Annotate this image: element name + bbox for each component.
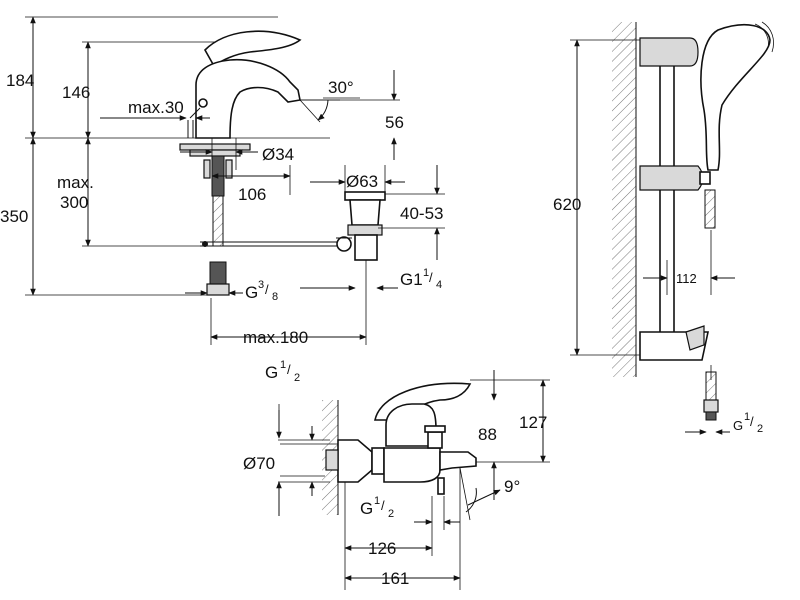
hand-shower-head xyxy=(700,24,771,171)
basin-max300-b: 300 xyxy=(60,193,88,212)
basin-g114-slash: / xyxy=(429,270,433,285)
basin-mixer-lever xyxy=(204,30,302,68)
rail-g12-num: 1 xyxy=(744,411,750,423)
basin-146-label: 146 xyxy=(62,83,90,102)
bath-g12-bot-num: 1 xyxy=(374,495,380,507)
bath-g12-bot-slash: / xyxy=(381,498,385,513)
bath-161-label: 161 xyxy=(381,569,409,588)
rail-g12-base: G xyxy=(733,418,743,433)
basin-56-label: 56 xyxy=(385,113,404,132)
basin-g38-slash: / xyxy=(265,282,269,297)
rail-620-label: 620 xyxy=(553,195,581,214)
basin-g38-base: G xyxy=(245,283,258,302)
basin-g114-num: 1 xyxy=(423,267,429,279)
shower-rail-bar xyxy=(659,39,675,359)
basin-mixer-body xyxy=(195,58,301,139)
basin-106-label: 106 xyxy=(238,185,266,204)
basin-mixer-drawing: Ø34 106 max.30 30° 56 Ø63 40-53 xyxy=(0,16,445,347)
bath-g12-bot-den: 2 xyxy=(388,508,394,520)
basin-g114-den: 4 xyxy=(436,279,442,291)
basin-dia63-label: Ø63 xyxy=(346,172,378,191)
bath-mixer-body xyxy=(383,447,441,483)
bath-angle9-label: 9° xyxy=(504,477,520,496)
bath-g12-bot-base: G xyxy=(360,499,373,518)
bath-88-label: 88 xyxy=(478,425,497,444)
bath-dia70-label: Ø70 xyxy=(243,454,275,473)
shower-rail-drawing: 620 112 G 1 / 2 xyxy=(553,21,774,435)
basin-angle30-label: 30° xyxy=(328,78,354,97)
basin-dia34-label: Ø34 xyxy=(262,145,294,164)
basin-g38-num: 3 xyxy=(258,279,264,291)
basin-184-label: 184 xyxy=(6,71,34,90)
basin-max180-label: max.180 xyxy=(243,328,308,347)
bath-g12-top-den: 2 xyxy=(294,372,300,384)
basin-max300-a: max. xyxy=(57,173,94,192)
bath-g12-top-num: 1 xyxy=(280,359,286,371)
basin-350-label: 350 xyxy=(0,207,28,226)
bath-126-label: 126 xyxy=(368,539,396,558)
bath-g12-top-base: G xyxy=(265,363,278,382)
basin-g114-base: G1 xyxy=(400,270,423,289)
bath-g12-top-slash: / xyxy=(287,362,291,377)
rail-g12-slash: / xyxy=(750,414,754,429)
bath-127-label: 127 xyxy=(519,413,547,432)
basin-g38-den: 8 xyxy=(272,291,278,303)
rail-112-label: 112 xyxy=(676,271,697,286)
bath-mixer-drawing: G 1 / 2 Ø70 127 88 9° G 1 / 2 126 xyxy=(243,359,550,590)
basin-max30-label: max.30 xyxy=(128,98,184,117)
basin-40-53-label: 40-53 xyxy=(400,204,443,223)
rail-g12-den: 2 xyxy=(757,423,763,435)
